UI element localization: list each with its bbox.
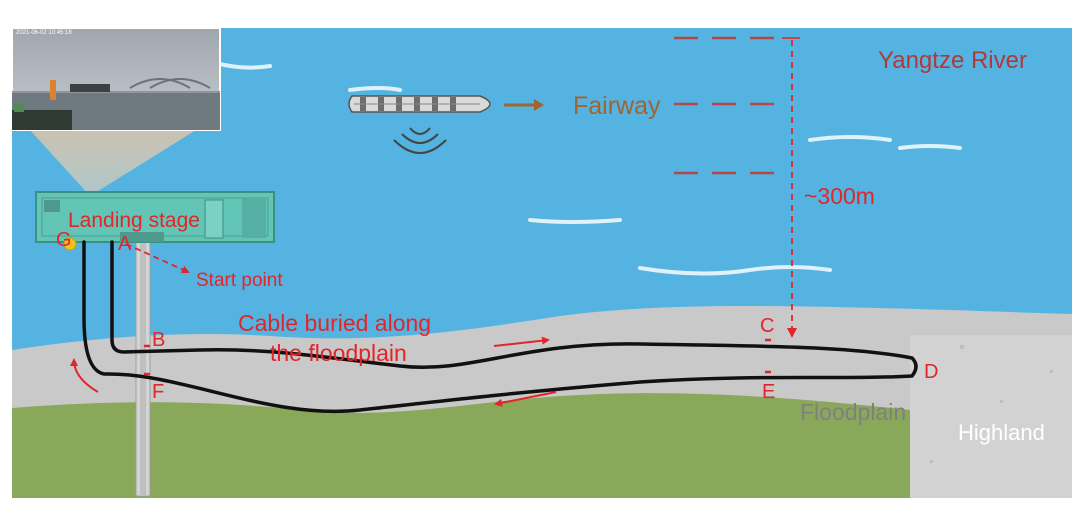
cable-label-line1: Cable buried along: [238, 310, 431, 336]
highland-block: [910, 335, 1072, 498]
photo-timestamp: 2021-06-02 10:45:18: [16, 30, 72, 36]
river-waves: [218, 62, 962, 276]
point-label-c: C: [760, 315, 774, 337]
point-label-g: G: [56, 229, 72, 251]
point-label-f: F: [152, 381, 164, 403]
distance-label: ~300m: [804, 183, 875, 209]
ship-icon: [348, 95, 491, 113]
point-label-a: A: [118, 233, 132, 255]
point-label-e: E: [762, 381, 775, 403]
ship-arrow-head: [534, 99, 544, 111]
landing-stage: [35, 191, 275, 251]
start-point-label: Start point: [196, 270, 283, 291]
highland-label: Highland: [958, 420, 1045, 445]
grass-area: [12, 393, 910, 498]
landing-stage-label: Landing stage: [68, 209, 200, 232]
fairway-label: Fairway: [573, 92, 661, 120]
start-point-arrow: [125, 243, 190, 274]
flow-arrow-right: [493, 336, 550, 347]
point-label-d: D: [924, 361, 938, 383]
cable-label-line2: the floodplain: [270, 340, 407, 366]
pier: [135, 239, 151, 497]
fairway-lines: [674, 36, 782, 175]
river-label: Yangtze River: [878, 47, 1027, 74]
floodplain-label: Floodplain: [800, 399, 906, 425]
highland-texture: [930, 345, 1053, 463]
camera-photo-inset: 2021-06-02 10:45:18: [11, 27, 221, 196]
point-label-b: B: [152, 329, 165, 351]
sonar-waves-icon: [393, 127, 447, 154]
cable-route: [82, 240, 918, 414]
flow-arrow-curve: [70, 358, 99, 393]
flow-arrow-left: [494, 391, 557, 407]
point-markers: [144, 338, 771, 376]
